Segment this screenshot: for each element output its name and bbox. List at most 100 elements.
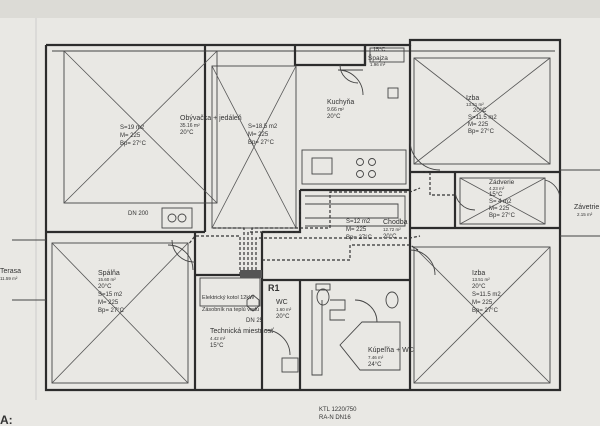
footer-labels: KTL 1220/750 RA-N DN16 A:: [0, 407, 357, 426]
dn200-label: DN 200: [128, 211, 149, 217]
spajza-temp: 15°C: [373, 47, 385, 53]
bathtub-icon: [339, 321, 401, 371]
kupelna-temp: 24°C: [368, 362, 382, 368]
spalna-area: 15.60 m²: [98, 277, 116, 282]
door-izba-bot: [409, 249, 436, 276]
room-labels: 15°C Špajza 1.96 m² Obývačka + jedáleň 3…: [0, 47, 599, 368]
obyvacka-area: 35.16 m²: [180, 123, 200, 129]
outside-areas: [12, 169, 600, 301]
chodba-temp: 20°C: [383, 234, 397, 240]
door-spajza: [339, 64, 359, 84]
door-technicka: [264, 329, 291, 356]
izba-bot-temp: 20°C: [472, 284, 486, 290]
kitchen-fixtures: [301, 47, 407, 185]
izba-top-heat-s: S=11.5 m2: [468, 115, 497, 121]
loop-kuchyna: [211, 65, 297, 229]
chodba-heat-bp: Bp= 27°C: [346, 235, 373, 241]
loop-obyvacka: [63, 50, 218, 204]
izba-top-temp: 20°C: [473, 108, 487, 114]
terasa-area: 11.59 m²: [0, 276, 18, 281]
obyvacka-heat-m: M= 225: [120, 133, 141, 139]
zadverie-area: 4.23 m²: [489, 186, 505, 191]
bathroom-fixtures: [281, 283, 401, 376]
kuchyna-name: Kuchyňa: [327, 99, 354, 106]
boiler-equipment: [161, 207, 262, 312]
zavetrie-name: Závetrie: [574, 204, 599, 211]
technicka-temp: 15°C: [210, 343, 224, 349]
ktl-label: KTL 1220/750: [319, 407, 357, 413]
door-spalna: [167, 244, 194, 271]
loop-spalna: [51, 242, 189, 384]
technicka-area: 4.42 m²: [210, 336, 226, 341]
spalna-temp: 20°C: [98, 284, 112, 290]
dn200-box: [161, 207, 193, 229]
loop-izba-top: [413, 57, 551, 165]
izba-top-name: Izba: [466, 95, 479, 102]
kuchyna-temp: 20°C: [327, 114, 341, 120]
heating-loops: [51, 50, 551, 384]
kotol-label: Elektrický kotol 12kW: [202, 295, 255, 301]
chodba-heat-m: M= 225: [346, 227, 367, 233]
door-kupelna: [354, 299, 378, 323]
kupelna-name: Kúpeľňa + WC: [368, 347, 414, 354]
obyvacka-heat-bp: Bp= 27°C: [120, 141, 147, 147]
zavetrie-area: 2.15 m²: [577, 212, 593, 217]
izba-top-heat-m: M= 225: [468, 122, 489, 128]
spalna-heat-bp: Bp= 27°C: [98, 308, 125, 314]
drawing-letter: A:: [0, 413, 13, 426]
wc-area: 1.60 m²: [276, 307, 292, 312]
door-izba-top: [409, 139, 441, 171]
ra-label: RA-N DN16: [319, 415, 351, 421]
door-zadverie: [454, 189, 476, 211]
izba-bot-heat-m: M= 225: [472, 300, 493, 306]
chodba-name: Chodba: [383, 219, 408, 226]
chodba-area: 12.72 m²: [383, 227, 401, 232]
kitchen-counter: [301, 149, 407, 185]
izba-bot-heat-s: S=11.5 m2: [472, 292, 501, 298]
zasobnik-label: Zásobník na teplú vodu: [202, 307, 259, 313]
kupelna-area: 7.46 m²: [368, 355, 384, 360]
wc-temp: 20°C: [276, 314, 290, 320]
zadverie-heat-s: S= 4 m2: [489, 199, 512, 205]
spalna-heat-s: S=15 m2: [98, 292, 123, 298]
obyvacka-heat-s: S=19 m2: [120, 125, 145, 131]
wc-name: WC: [276, 299, 288, 306]
manifold-icon: [240, 270, 262, 278]
r1-label: R1: [268, 283, 280, 293]
dn25-label: DN 25: [246, 318, 264, 324]
izba-top-heat-bp: Bp= 27°C: [468, 129, 495, 135]
spajza-name: Špajza: [368, 53, 388, 62]
zadverie-temp: 15°C: [489, 192, 503, 198]
sink-icon: [311, 157, 333, 175]
doors: [167, 64, 561, 356]
spalna-name: Spálňa: [98, 270, 120, 277]
spajza-area: 1.96 m²: [370, 62, 386, 67]
zadverie-name: Zádverie: [489, 179, 515, 186]
loop-zadverie: [459, 177, 546, 225]
izba-bot-area: 13.51 m²: [472, 277, 490, 282]
zadverie-heat-m: M= 225: [489, 206, 510, 212]
izba-bot-heat-bp: Bp= 27°C: [472, 308, 499, 314]
expansion-tank-icon: [246, 294, 260, 312]
spalna-heat-m: M= 225: [98, 300, 119, 306]
interior-walls: [46, 45, 560, 390]
wc-toilet-icon: [316, 288, 330, 306]
distribution-pipes: [187, 171, 455, 275]
paper-top-band: [0, 0, 600, 18]
technicka-sink-icon: [281, 357, 299, 373]
equipment-labels: Elektrický kotol 12kW Zásobník na teplú …: [128, 211, 280, 324]
kuchyna-heat-m: M= 225: [248, 132, 269, 138]
spajza-shelf: [369, 47, 405, 63]
obyvacka-temp: 20°C: [180, 130, 194, 136]
obyvacka-name: Obývačka + jedáleň: [180, 115, 242, 122]
technicka-name: Technická miestnosť: [210, 328, 274, 335]
kuchyna-heat-bp: Bp= 27°C: [248, 140, 275, 146]
door-entrance: [544, 179, 561, 201]
izba-bot-name: Izba: [472, 270, 485, 277]
kuchyna-heat-s: S=18.5 m2: [248, 124, 278, 130]
outlet-icon: [387, 87, 399, 99]
chodba-heat-s: S=12 m2: [346, 219, 371, 225]
boiler-box: [199, 277, 261, 307]
kuchyna-area: 9.66 m²: [327, 107, 344, 113]
